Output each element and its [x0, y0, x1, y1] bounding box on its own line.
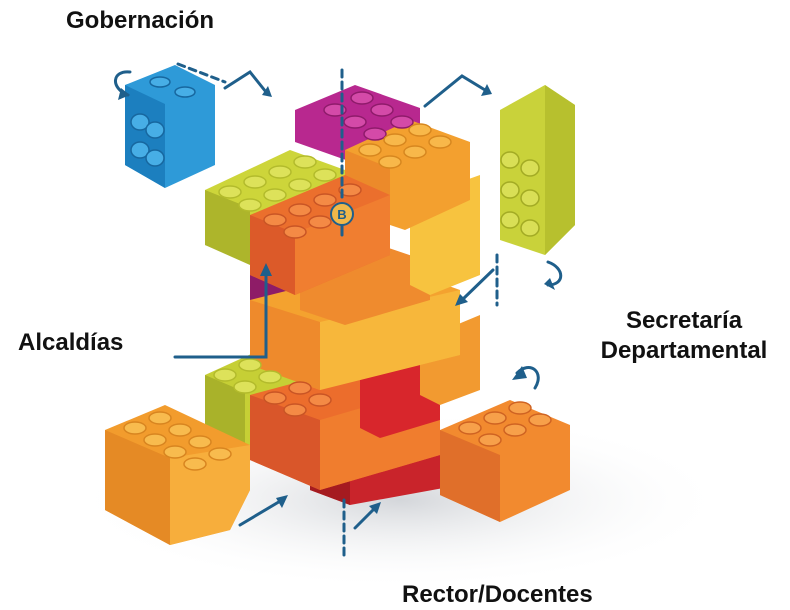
arrows	[114, 62, 563, 562]
brick-blue	[125, 65, 215, 188]
label-secretaria: Secretaría Departamental	[584, 306, 784, 366]
arrow-bottom-center	[353, 506, 377, 530]
arrow-bottom-left	[238, 498, 284, 527]
central-tower	[205, 85, 480, 505]
brick-lime-right	[500, 85, 575, 255]
arrow-top-left-dashed	[176, 62, 227, 84]
label-alcaldias: Alcaldías	[18, 329, 124, 356]
center-badge: B	[330, 202, 354, 226]
brick-orange-bottom-right	[440, 400, 570, 522]
center-badge-letter: B	[337, 207, 346, 222]
arrow-top-right	[423, 74, 487, 108]
arrow-alcaldias	[173, 270, 268, 359]
label-rector-docentes: Rector/Docentes	[402, 581, 593, 608]
label-secretaria-line1: Secretaría	[625, 307, 743, 334]
label-gobernacion: Gobernación	[66, 7, 215, 34]
arrow-secretaria	[460, 268, 495, 302]
label-secretaria-line2: Departamental	[600, 337, 768, 364]
tower-studs	[213, 91, 452, 417]
arrow-top-left	[223, 70, 268, 94]
brick-orange-bottom-left	[105, 405, 250, 545]
